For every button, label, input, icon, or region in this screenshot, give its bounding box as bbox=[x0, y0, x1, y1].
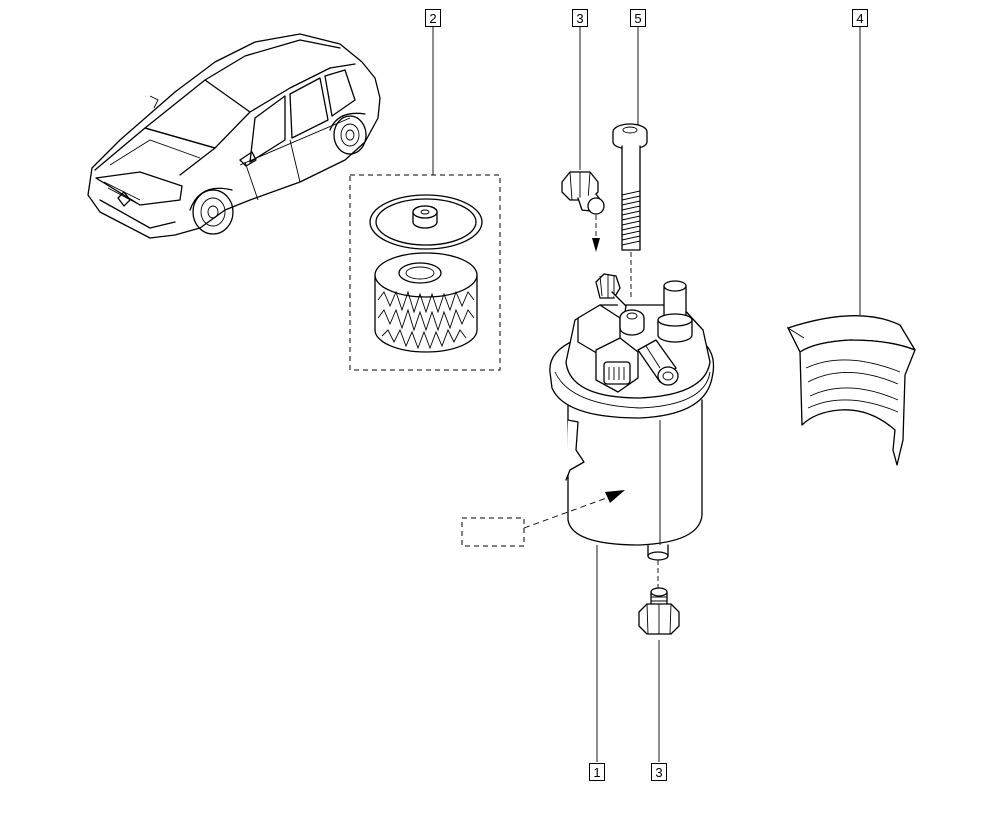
filter-housing bbox=[461, 273, 715, 762]
vehicle-illustration bbox=[87, 33, 381, 239]
filter-element-group bbox=[349, 27, 501, 371]
protective-shield bbox=[786, 27, 916, 466]
callout-part-3-bottom: 3 bbox=[651, 763, 667, 781]
callout-part-3-top: 3 bbox=[572, 9, 588, 27]
callout-part-4: 4 bbox=[852, 9, 868, 27]
plug-top bbox=[561, 27, 605, 252]
bolt bbox=[612, 27, 648, 300]
callout-part-5: 5 bbox=[630, 9, 646, 27]
plug-bottom bbox=[638, 587, 680, 762]
callout-part-2: 2 bbox=[425, 9, 441, 27]
callout-part-1: 1 bbox=[589, 763, 605, 781]
